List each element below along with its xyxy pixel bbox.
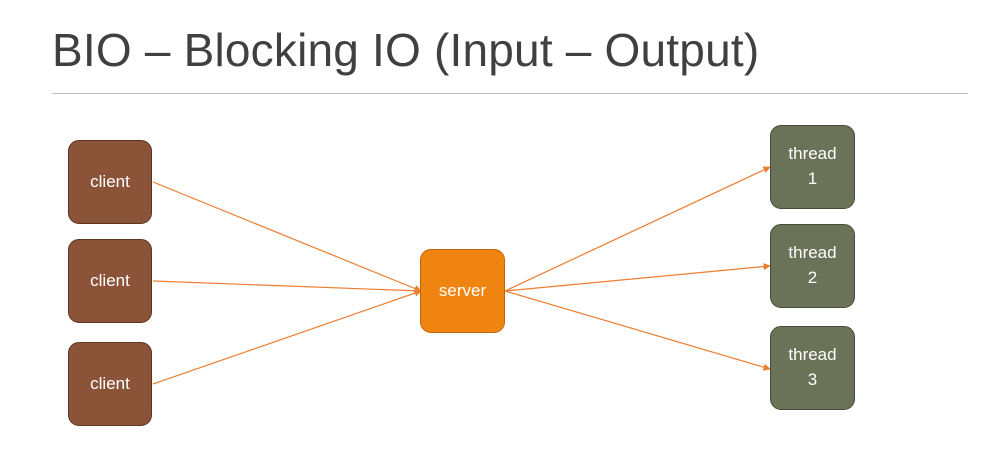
client-node-3[interactable]: client: [68, 342, 152, 426]
thread-label-stack: thread 2: [788, 241, 836, 290]
server-label: server: [438, 280, 487, 300]
connector-client-2-to-server: [152, 280, 422, 295]
server-node[interactable]: server: [420, 249, 505, 333]
thread-node-2[interactable]: thread 2: [770, 224, 855, 308]
thread-label: thread: [788, 144, 837, 164]
connector-server-to-thread-2: [504, 263, 771, 292]
thread-label: thread: [788, 345, 837, 365]
client-label: client: [90, 373, 130, 393]
thread-number: 2: [807, 268, 818, 287]
thread-label: thread: [788, 243, 837, 263]
connector-client-1-to-server: [152, 181, 422, 292]
connector-server-to-thread-3: [504, 290, 771, 371]
client-node-2[interactable]: client: [68, 239, 152, 323]
connector-server-to-thread-1: [504, 166, 771, 292]
client-label: client: [90, 270, 130, 290]
thread-label-stack: thread 1: [788, 142, 836, 191]
connector-client-3-to-server: [152, 289, 422, 385]
slide-title: BIO – Blocking IO (Input – Output): [52, 24, 760, 76]
client-node-1[interactable]: client: [68, 140, 152, 224]
thread-number: 3: [807, 370, 818, 389]
thread-node-1[interactable]: thread 1: [770, 125, 855, 209]
client-label: client: [90, 171, 130, 191]
title-divider: [52, 93, 968, 94]
thread-number: 1: [807, 169, 818, 188]
thread-label-stack: thread 3: [788, 343, 836, 392]
thread-node-3[interactable]: thread 3: [770, 326, 855, 410]
